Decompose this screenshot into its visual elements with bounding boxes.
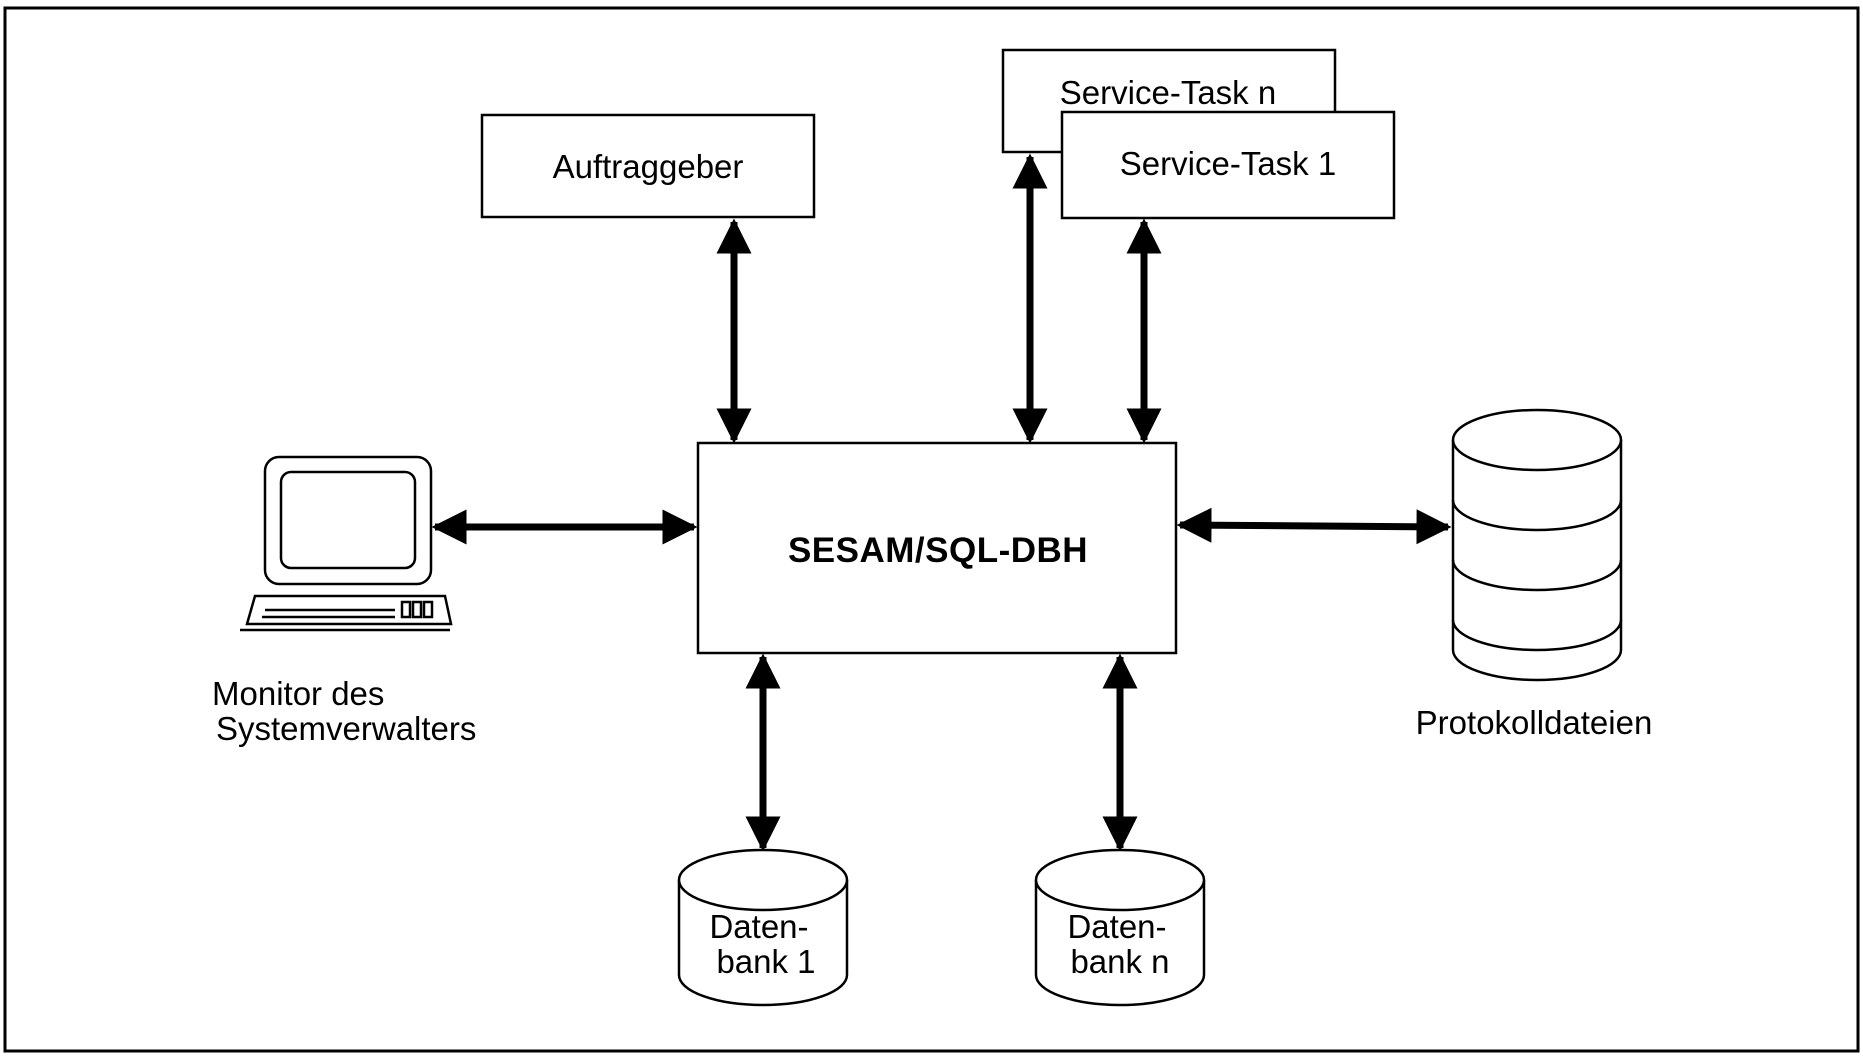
arrow-core-logfiles bbox=[1176, 507, 1452, 545]
database-1-label-line2: bank 1 bbox=[716, 943, 815, 980]
diagram-frame bbox=[3, 6, 1860, 1053]
service-task-1-label: Service-Task 1 bbox=[1120, 145, 1336, 182]
stacked-disk-icon bbox=[1451, 408, 1623, 682]
monitor-label-line1: Monitor des bbox=[212, 675, 384, 712]
database-n-label-line2: bank n bbox=[1070, 943, 1169, 980]
log-files-label: Protokolldateien bbox=[1416, 704, 1653, 741]
monitor-label-line2: Systemverwalters bbox=[216, 710, 476, 747]
core-box: SESAM/SQL-DBH bbox=[696, 441, 1178, 655]
database-1-label-line1: Daten- bbox=[709, 908, 808, 945]
database-1-icon bbox=[677, 848, 849, 1007]
database-n-label-line1: Daten- bbox=[1067, 908, 1166, 945]
client-label: Auftraggeber bbox=[553, 148, 744, 185]
service-task-n-label: Service-Task n bbox=[1060, 74, 1276, 111]
service-task-1-box: Service-Task 1 bbox=[1060, 110, 1396, 220]
database-n-icon bbox=[1034, 848, 1206, 1007]
client-box: Auftraggeber bbox=[480, 113, 816, 219]
computer-monitor-icon bbox=[240, 455, 453, 632]
core-label: SESAM/SQL-DBH bbox=[788, 531, 1088, 570]
arrows bbox=[431, 153, 1452, 852]
